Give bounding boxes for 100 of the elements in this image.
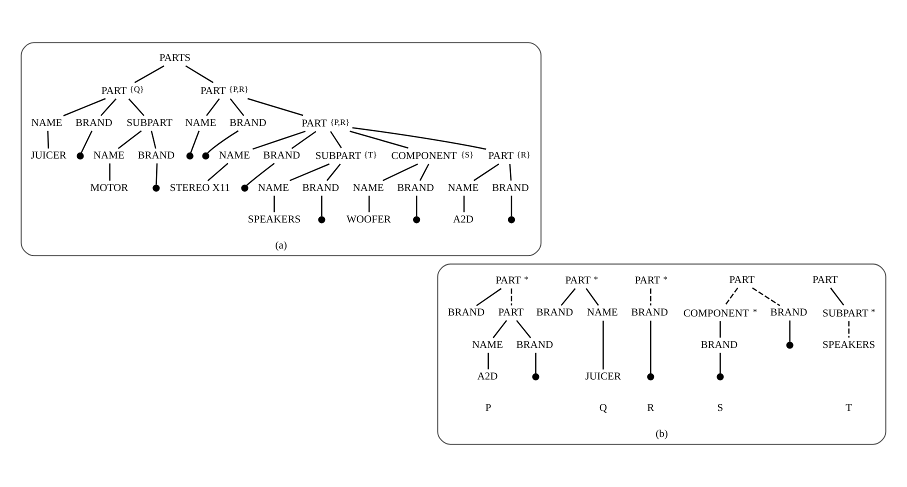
connector [321,196,322,216]
connector [156,163,158,185]
node-circle [202,152,210,160]
connector [516,320,532,338]
node-text: SUBPART [315,151,362,162]
node-circle [532,373,540,380]
connector [274,196,275,212]
node-text: PART [200,86,226,97]
node-label: {P,R} [228,84,248,94]
node-circle [76,152,84,160]
node-text: PART [729,275,755,286]
node-text: PART [634,276,660,287]
connector [560,288,576,306]
node-label: {S} [460,149,474,160]
node-text: PART [565,276,591,287]
node-text: NAME [472,340,503,351]
node-text: MOTOR [90,182,128,194]
node-text: NAME [185,118,216,129]
node-text: BRAND [302,182,340,194]
connector [118,130,142,149]
node-text: NAME [93,150,124,162]
node-label: * [524,274,528,284]
connector [80,130,92,154]
label: R [647,403,654,414]
connector [419,164,430,181]
connector [252,130,306,150]
node-circle [413,216,420,224]
connector [207,130,239,154]
node-text: PART [488,151,514,162]
node-text: SPEAKERS [822,340,876,351]
node-text: BRAND [229,118,266,129]
label: T [846,403,852,414]
connector [330,131,342,148]
connector [185,65,214,84]
node-text: BRAND [631,308,668,319]
node-circle [508,216,516,224]
connector [326,164,341,181]
node-label: * [594,274,598,284]
label: S [717,403,724,414]
node-text: PART [812,275,838,286]
connector [510,196,512,216]
connector [382,163,418,182]
node-text: WOOFER [346,214,391,226]
connector [474,163,500,182]
node-text: NAME [31,118,62,129]
node-circle [186,152,194,160]
connector [650,288,652,306]
connector [848,321,850,338]
connector [602,320,604,370]
connector [586,288,599,306]
node-circle [152,184,160,192]
connector [128,98,144,116]
node-text: BRAND [448,308,485,319]
node-circle [241,184,248,192]
node-text: PART [302,118,328,130]
node-text: BRAND [700,340,738,351]
connector [720,352,721,374]
node-text: A2D [477,372,498,383]
node-text: JUICER [585,372,621,383]
connector [752,287,780,306]
node-label: {P,R} [330,116,350,127]
connector [207,162,228,182]
node-circle [318,216,326,224]
connector [368,196,370,212]
node-text: BRAND [138,150,175,162]
connector [830,288,844,306]
node-label: * [871,306,876,317]
connector [63,98,106,116]
node-text: NAME [352,182,384,194]
connector [47,130,50,148]
node-text: PART [498,308,524,319]
node-label: {T} [364,149,378,160]
node-text: NAME [258,182,289,194]
connector [509,164,512,181]
node-label: {R} [516,149,530,160]
node-label: {Q} [130,84,144,94]
label: Q [599,403,608,414]
node-text: PART [101,86,127,97]
node-text: NAME [448,182,479,194]
node-text: BRAND [263,150,300,162]
connector [724,288,738,306]
connector [492,320,508,338]
node-text: PART [496,276,521,287]
connector [206,98,220,116]
connector [720,321,721,338]
connector [100,98,117,116]
node-text: BRAND [397,182,434,194]
label: P [485,403,492,414]
connector [290,163,330,182]
connector [248,98,304,116]
connector [134,65,164,84]
connector [650,320,652,374]
node-circle [786,342,794,349]
node-text: NAME [586,308,618,319]
node-circle [716,373,724,380]
connector [488,352,489,370]
node-label: * [752,306,758,317]
node-text: BRAND [770,308,808,319]
node-text: COMPONENT [391,151,457,162]
connector [246,162,275,186]
